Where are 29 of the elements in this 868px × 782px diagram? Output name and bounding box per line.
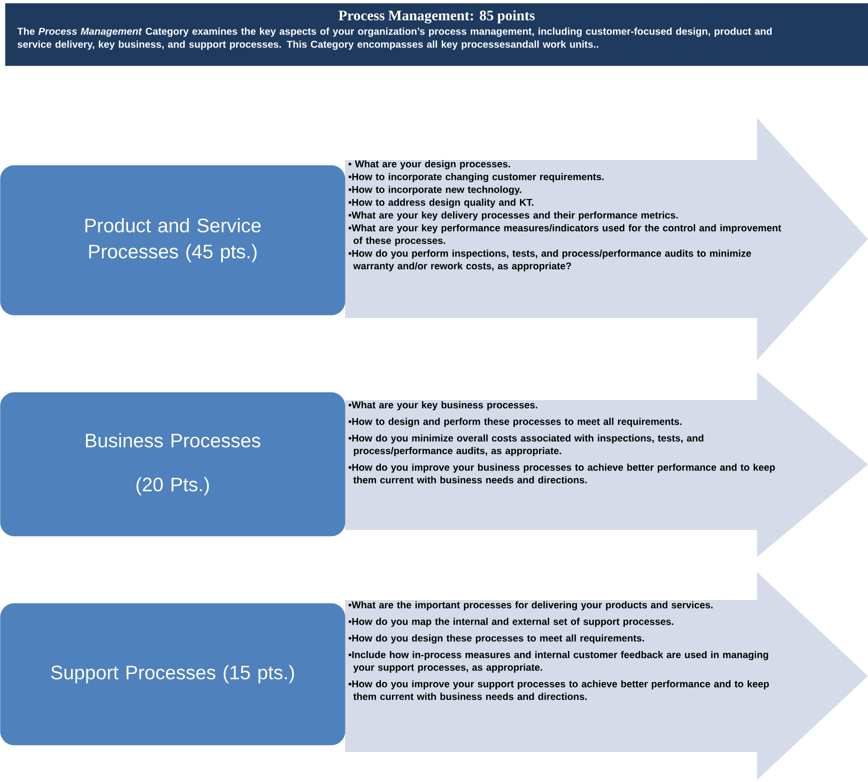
bullet-item: •How to address design quality and KT. — [348, 198, 534, 208]
process-box — [0, 165, 346, 316]
bullet-item: •How to incorporate changing customer requirements. — [348, 173, 604, 182]
header-band — [5, 3, 868, 66]
bullet-item: • What are your design processes. — [348, 160, 510, 170]
box-label: Support Processes (15 pts.) — [51, 665, 294, 684]
heading: Process Management: 85 points — [338, 10, 535, 24]
description: The Process Management Category examines the key aspects of your organization’s process management, including customer-focused design, product and service delivery, key business, and support processes. This Category encompasses all key processesandall work units.. — [17, 27, 772, 50]
bullet-item: •How do you minimize overall costs associated with inspections, tests, and process/performance audits, as appropriate. — [348, 434, 704, 456]
arrow-shape — [345, 372, 868, 557]
arrow-shape — [345, 572, 868, 780]
bullet-item: •How do you perform inspections, tests, and process/performance audits to minimize warranty and/or rework costs, as appropriate? — [348, 250, 751, 272]
bullet-item: •How do you design these processes to meet all requirements. — [348, 634, 644, 644]
bullet-item: •What are your key delivery processes and their performance metrics. — [348, 211, 678, 221]
bullet-item: •How to design and perform these processes to meet all requirements. — [348, 418, 682, 427]
box-label: (20 Pts.) — [136, 477, 209, 496]
process-box — [0, 603, 346, 746]
arrow-shape — [345, 118, 868, 360]
bullet-item: •Include how in-process measures and internal customer feedback are used in managing your support processes, as appropriate. — [348, 651, 768, 673]
bullet-item: •How do you improve your support processes to achieve better performance and to keep them current with business needs and directions. — [348, 680, 769, 700]
box-label: Product and Service Processes (45 pts.) — [85, 218, 261, 262]
bullet-item: •What are your key performance measures/indicators used for the control and improvement of these processes. — [348, 224, 782, 246]
box-label: Business Processes — [86, 433, 260, 448]
process-box — [0, 392, 346, 536]
bullet-item: •What are the important processes for delivering your products and services. — [348, 601, 713, 610]
bullet-item: •How do you map the internal and external set of support processes. — [348, 618, 674, 627]
bullet-item: •What are your key business processes. — [348, 401, 538, 410]
bullet-item: •How do you improve your business processes to achieve better performance and to keep them current with business needs and directions. — [348, 464, 775, 484]
bullet-item: •How to incorporate new technology. — [348, 186, 522, 195]
